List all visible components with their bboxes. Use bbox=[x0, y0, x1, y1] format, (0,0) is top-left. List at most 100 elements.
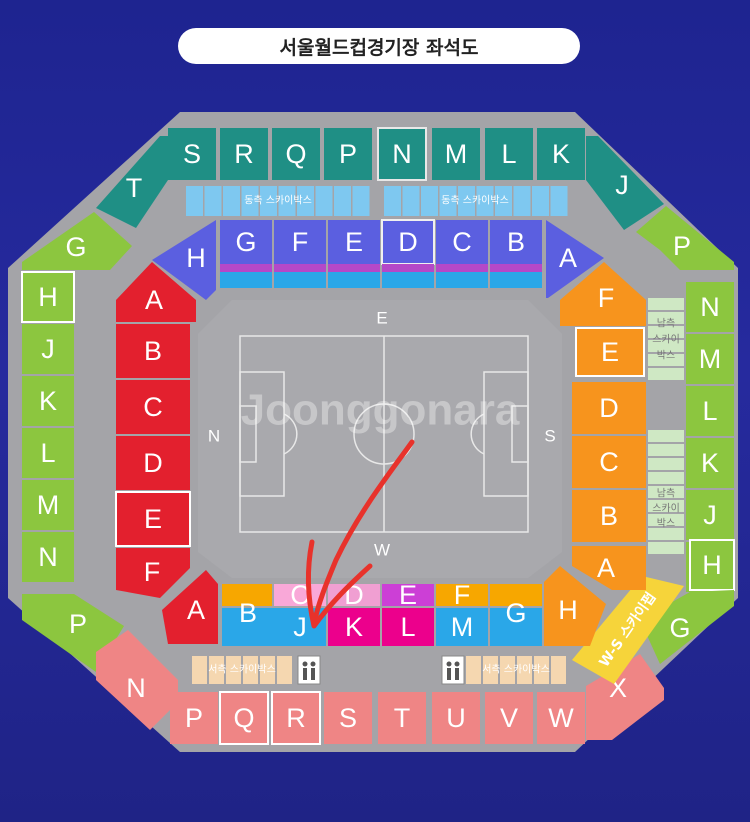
outer-right-M[interactable]: M bbox=[686, 334, 734, 384]
inner-left-B[interactable]: B bbox=[116, 324, 190, 378]
inner-right-A[interactable]: A bbox=[572, 546, 646, 590]
inner-top-B-label: B bbox=[507, 227, 525, 257]
inner-bottom-M-label: M bbox=[451, 612, 474, 642]
inner-bottom-upper-g bbox=[490, 584, 542, 606]
skybox-south-upper-label: 남측 bbox=[657, 318, 675, 330]
inner-top-corner-A[interactable]: A bbox=[546, 220, 604, 298]
outer-bottom-Q[interactable]: Q bbox=[219, 691, 269, 745]
ws-skypub[interactable] bbox=[572, 576, 684, 684]
inner-top-corner-H[interactable]: H bbox=[152, 220, 216, 300]
outer-right-P-label: P bbox=[673, 231, 691, 261]
inner-left-A[interactable]: A bbox=[116, 262, 196, 322]
skybox-west-right[interactable] bbox=[466, 656, 566, 684]
outer-bottom-U[interactable]: U bbox=[432, 692, 480, 744]
inner-right-C-label: C bbox=[599, 447, 619, 477]
inner-left-F-label: F bbox=[144, 557, 161, 587]
outer-right-L[interactable]: L bbox=[686, 386, 734, 436]
inner-top-C[interactable]: C bbox=[436, 220, 488, 264]
inner-right-B[interactable]: B bbox=[572, 490, 646, 542]
outer-bottom-W[interactable]: W bbox=[537, 692, 585, 744]
inner-top-lower-block bbox=[220, 272, 272, 288]
outer-bottom-T[interactable]: T bbox=[378, 692, 426, 744]
inner-bottom-G-label: G bbox=[505, 598, 526, 628]
outer-top-P[interactable]: P bbox=[324, 128, 372, 180]
inner-bottom-upper-E[interactable]: E bbox=[382, 580, 434, 610]
outer-top-S[interactable]: S bbox=[168, 128, 216, 180]
inner-bottom-upper-C[interactable]: C bbox=[274, 580, 326, 610]
outer-left-G[interactable]: G bbox=[22, 212, 132, 270]
inner-left-F[interactable]: F bbox=[116, 548, 190, 598]
skybox-east-left[interactable] bbox=[186, 186, 370, 216]
outer-top-right-J[interactable]: J bbox=[586, 136, 664, 230]
inner-left-C[interactable]: C bbox=[116, 380, 190, 434]
inner-bottom-B[interactable]: B bbox=[222, 598, 274, 646]
inner-right-C[interactable]: C bbox=[572, 436, 646, 488]
skybox-east-right[interactable] bbox=[384, 186, 568, 216]
skybox-south-upper[interactable] bbox=[648, 298, 684, 380]
outer-right-J-label: J bbox=[703, 500, 717, 530]
inner-top-corner-A-label: A bbox=[559, 243, 577, 273]
inner-bottom-corner-A[interactable]: A bbox=[162, 570, 218, 644]
outer-right-N[interactable]: N bbox=[686, 282, 734, 332]
outer-left-M[interactable]: M bbox=[22, 480, 74, 530]
outer-left-H[interactable]: H bbox=[21, 271, 75, 323]
inner-bottom-upper-b bbox=[222, 584, 272, 606]
outer-top-left-T[interactable]: T bbox=[96, 136, 168, 228]
inner-bottom-B-label: B bbox=[239, 598, 257, 628]
inner-top-F[interactable]: F bbox=[274, 220, 326, 264]
outer-bottom-left-N-label: N bbox=[126, 673, 146, 703]
outer-top-K-label: K bbox=[552, 139, 570, 169]
inner-top-D[interactable]: D bbox=[381, 219, 435, 265]
inner-bottom-corner-H[interactable]: H bbox=[544, 566, 606, 646]
outer-top-Q[interactable]: Q bbox=[272, 128, 320, 180]
inner-bottom-J-label: J bbox=[293, 612, 307, 642]
inner-top-E[interactable]: E bbox=[328, 220, 380, 264]
inner-right-D[interactable]: D bbox=[572, 382, 646, 434]
skybox-south-lower[interactable] bbox=[648, 430, 684, 554]
inner-left-D[interactable]: D bbox=[116, 436, 190, 490]
outer-right-J[interactable]: J bbox=[686, 490, 734, 540]
outer-left-L[interactable]: L bbox=[22, 428, 74, 478]
inner-bottom-L-label: L bbox=[400, 612, 415, 642]
outer-top-right-J-label: J bbox=[615, 170, 629, 200]
outer-bottom-R[interactable]: R bbox=[271, 691, 321, 745]
pitch-label-north: N bbox=[208, 427, 220, 446]
outer-right-P[interactable]: P bbox=[636, 206, 734, 270]
outer-bottom-S[interactable]: S bbox=[324, 692, 372, 744]
outer-left-N[interactable]: N bbox=[22, 532, 74, 582]
inner-right-E[interactable]: E bbox=[575, 327, 645, 377]
inner-top-G[interactable]: G bbox=[220, 220, 272, 264]
inner-top-strip bbox=[490, 264, 542, 272]
inner-top-lower-block bbox=[436, 272, 488, 288]
outer-bottom-T-label: T bbox=[394, 703, 411, 733]
inner-bottom-M[interactable]: M bbox=[436, 608, 488, 646]
inner-bottom-L[interactable]: L bbox=[382, 608, 434, 646]
skybox-south-lower-label-3: 박스 bbox=[657, 518, 675, 530]
skybox-west-left[interactable] bbox=[192, 656, 292, 684]
outer-top-R[interactable]: R bbox=[220, 128, 268, 180]
outer-top-L[interactable]: L bbox=[485, 128, 533, 180]
inner-top-B[interactable]: B bbox=[490, 220, 542, 264]
inner-bottom-upper-C-label: C bbox=[290, 580, 310, 610]
outer-top-N[interactable]: N bbox=[377, 127, 427, 181]
outer-top-S-label: S bbox=[183, 139, 201, 169]
inner-left-E[interactable]: E bbox=[115, 491, 191, 547]
outer-left-L-label: L bbox=[40, 438, 55, 468]
restroom-icon bbox=[441, 655, 465, 685]
outer-right-K[interactable]: K bbox=[686, 438, 734, 488]
skybox-east-left-label: 동측 스카이박스 bbox=[244, 195, 312, 207]
inner-bottom-K[interactable]: K bbox=[328, 608, 380, 646]
outer-left-J[interactable]: J bbox=[22, 324, 74, 374]
inner-bottom-G[interactable]: G bbox=[490, 598, 542, 646]
inner-right-F[interactable]: F bbox=[560, 262, 646, 326]
outer-right-H[interactable]: H bbox=[689, 539, 735, 591]
outer-bottom-V[interactable]: V bbox=[485, 692, 533, 744]
outer-bottom-left-N[interactable]: N bbox=[96, 630, 178, 730]
outer-top-M[interactable]: M bbox=[432, 128, 480, 180]
outer-top-N-label: N bbox=[392, 139, 412, 169]
outer-top-K[interactable]: K bbox=[537, 128, 585, 180]
inner-top-strip bbox=[274, 264, 326, 272]
outer-bottom-P[interactable]: P bbox=[170, 692, 218, 744]
inner-bottom-upper-F[interactable]: F bbox=[436, 580, 488, 610]
outer-left-K[interactable]: K bbox=[22, 376, 74, 426]
